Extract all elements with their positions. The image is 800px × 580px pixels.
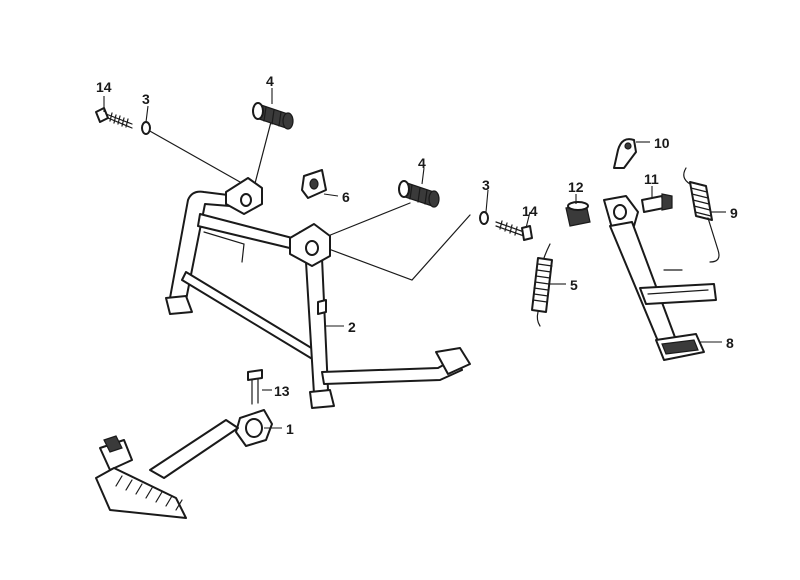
kick-lever-1 <box>95 409 273 519</box>
callout-5: 5 <box>570 277 578 293</box>
callout-14-left: 14 <box>96 79 112 95</box>
callout-6: 6 <box>342 189 350 205</box>
bushing-middle <box>398 180 440 208</box>
callout-4-upper: 4 <box>266 73 274 89</box>
assembly-lines <box>147 117 471 281</box>
callout-4-middle: 4 <box>418 155 426 171</box>
callout-9: 9 <box>730 205 738 221</box>
callout-8: 8 <box>726 335 734 351</box>
callout-2: 2 <box>348 319 356 335</box>
callout-3-left: 3 <box>142 91 150 107</box>
callout-10: 10 <box>654 135 670 151</box>
callout-14-right: 14 <box>522 203 538 219</box>
clip-10 <box>613 138 637 169</box>
bolt-left <box>95 107 133 129</box>
washer-right <box>479 211 489 225</box>
collar-12 <box>565 201 591 227</box>
callout-1: 1 <box>286 421 294 437</box>
callout-labels: 14 3 4 4 3 14 12 11 10 9 6 5 2 8 13 1 <box>96 73 738 437</box>
washer-left <box>141 121 151 135</box>
stopper-block <box>301 169 327 199</box>
callout-leaders <box>103 88 726 429</box>
bushing-upper <box>252 102 294 130</box>
callout-12: 12 <box>568 179 584 195</box>
callout-3-right: 3 <box>482 177 490 193</box>
bolt-13 <box>247 369 263 405</box>
spring-5 <box>531 243 553 327</box>
callout-11: 11 <box>644 171 659 187</box>
spring-9 <box>683 167 720 263</box>
side-stand-8 <box>603 195 717 361</box>
bolt-right <box>495 220 533 241</box>
callout-13: 13 <box>274 383 290 399</box>
main-stand <box>165 177 471 409</box>
bolt-11 <box>641 193 673 213</box>
